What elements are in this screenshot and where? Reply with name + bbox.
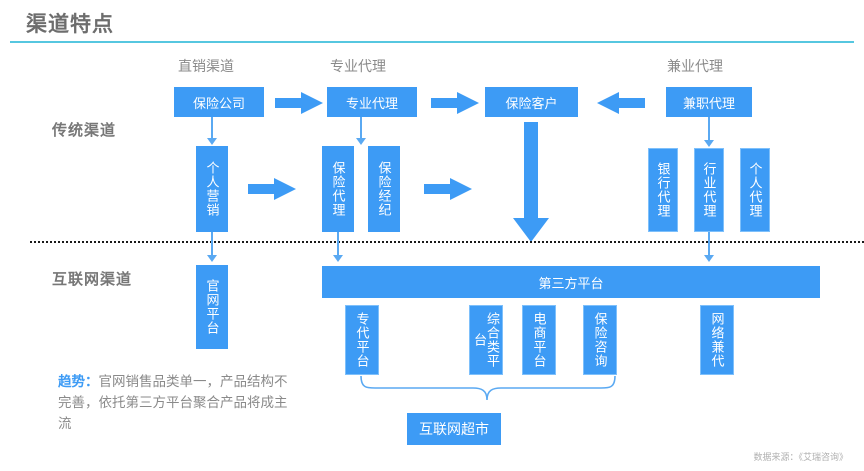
arrowhead-industry-to-thirdparty — [704, 255, 714, 262]
box-personal-marketing[interactable]: 个人营销 — [196, 146, 228, 232]
box-insurance-consulting[interactable]: 保险咨询 — [583, 305, 617, 375]
box-comprehensive-platform[interactable]: 综合类平台 — [469, 305, 503, 375]
title-underline — [10, 41, 854, 43]
connector-company-to-personal — [211, 117, 213, 140]
box-exclusive-agent-platform[interactable]: 专代平台 — [345, 305, 379, 375]
box-ecommerce-platform[interactable]: 电商平台 — [522, 305, 556, 375]
box-personal-agent[interactable]: 个人代理 — [740, 148, 770, 232]
arrowhead-personal-to-official — [207, 255, 217, 262]
row-label-traditional: 传统渠道 — [52, 122, 117, 139]
box-insurance-company[interactable]: 保险公司 — [174, 87, 264, 117]
connector-industry-to-thirdparty — [708, 232, 710, 257]
arrow-right-personal-to-agency — [248, 178, 296, 200]
trend-prefix: 趋势： — [58, 374, 99, 389]
row-label-internet: 互联网渠道 — [52, 271, 133, 288]
section-divider — [30, 241, 864, 243]
arrowhead-parttime-to-agents — [704, 140, 714, 147]
box-internet-supermarket[interactable]: 互联网超市 — [407, 413, 501, 445]
bar-third-party-platform[interactable]: 第三方平台 — [322, 266, 820, 298]
box-bank-agent[interactable]: 银行代理 — [648, 148, 678, 232]
page-title: 渠道特点 — [26, 13, 114, 36]
column-caption-parttime: 兼业代理 — [667, 58, 723, 74]
box-insurance-agency[interactable]: 保险代理 — [322, 146, 354, 232]
box-network-parttime[interactable]: 网络兼代 — [700, 305, 734, 375]
data-source: 数据来源：《艾瑞咨询》 — [753, 452, 848, 462]
arrowhead-agent-to-agency — [356, 138, 366, 145]
trend-text: 官网销售品类单一，产品结构不完善，依托第三方平台聚合产品将成主流 — [58, 374, 288, 431]
arrow-left-parttime-to-customer — [597, 92, 645, 114]
column-caption-direct: 直销渠道 — [178, 58, 234, 74]
column-caption-professional: 专业代理 — [330, 58, 386, 74]
box-parttime-agent[interactable]: 兼职代理 — [666, 87, 752, 117]
arrow-down-customer-to-thirdparty — [513, 122, 549, 242]
box-insurance-customer[interactable]: 保险客户 — [485, 87, 578, 117]
arrowhead-company-to-personal — [207, 138, 217, 145]
box-professional-agent[interactable]: 专业代理 — [327, 87, 417, 117]
curly-brace-platforms — [360, 375, 616, 401]
connector-parttime-to-agents — [708, 117, 710, 141]
connector-agency-to-thirdparty — [337, 232, 339, 257]
box-insurance-brokerage[interactable]: 保险经纪 — [368, 146, 400, 232]
connector-agent-to-agency — [360, 117, 362, 140]
trend-note: 趋势：官网销售品类单一，产品结构不完善，依托第三方平台聚合产品将成主流 — [58, 372, 288, 435]
arrow-right-company-to-agent — [275, 92, 323, 114]
box-industry-agent[interactable]: 行业代理 — [694, 148, 724, 232]
box-official-platform[interactable]: 官网平台 — [196, 265, 228, 349]
arrowhead-agency-to-thirdparty — [333, 255, 343, 262]
connector-personal-to-official — [211, 232, 213, 257]
arrow-right-brokerage-to-customer — [424, 178, 472, 200]
arrow-right-agent-to-customer — [431, 92, 479, 114]
